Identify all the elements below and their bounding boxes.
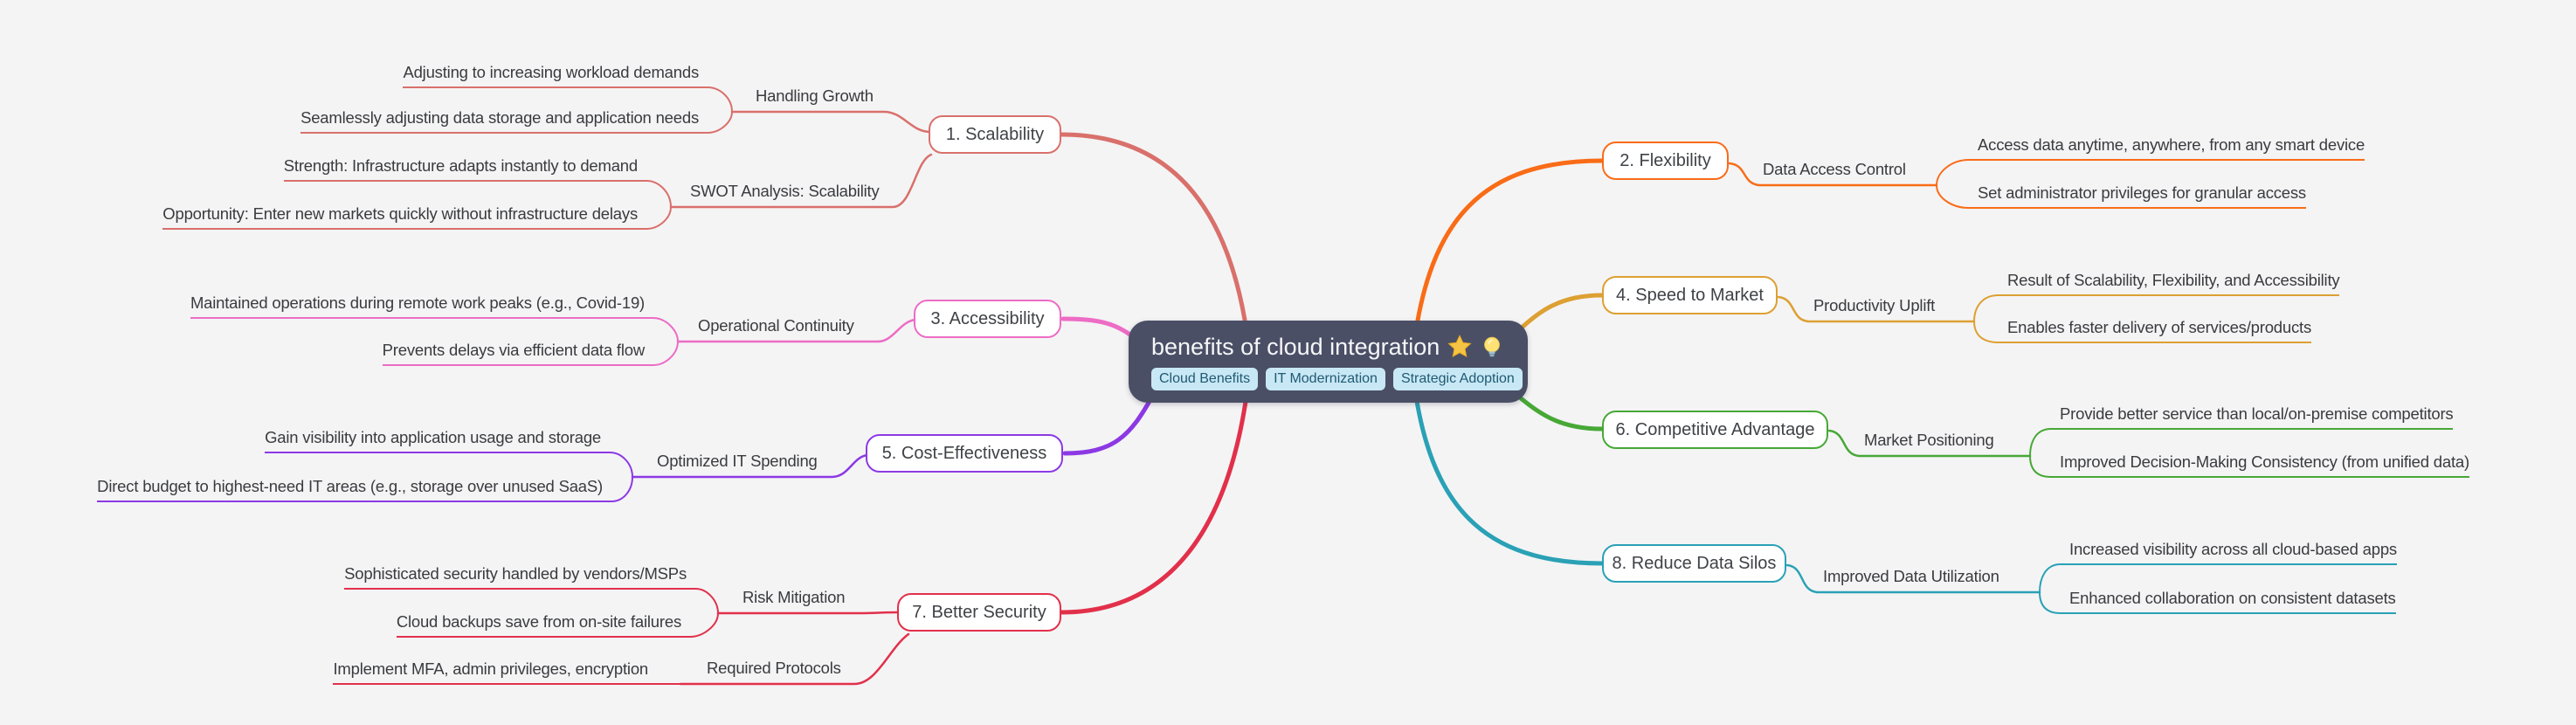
leaf-seamlessly-adjusting-storage[interactable]: Seamlessly adjusting data storage and ap… <box>300 108 708 134</box>
leaf-provide-better-service[interactable]: Provide better service than local/on-pre… <box>2051 404 2454 430</box>
branch-node-scalability[interactable]: 1. Scalability <box>929 115 1061 154</box>
branch-node-reduce-data-silos[interactable]: 8. Reduce Data Silos <box>1602 544 1786 583</box>
subtopic-required-protocols[interactable]: Required Protocols <box>707 659 841 677</box>
leaf-increased-visibility[interactable]: Increased visibility across all cloud-ba… <box>2061 540 2397 565</box>
leaf-enables-faster-delivery[interactable]: Enables faster delivery of services/prod… <box>1999 318 2311 343</box>
central-topic-title: benefits of cloud integration <box>1151 334 1505 361</box>
subtopic-optimized-it-spending[interactable]: Optimized IT Spending <box>657 452 818 470</box>
branch-flexibility-links <box>1728 159 1970 209</box>
star-icon <box>1447 335 1472 357</box>
subtopic-operational-continuity[interactable]: Operational Continuity <box>698 316 854 335</box>
branch-reduce-data-silos-links <box>1785 563 2061 614</box>
subtopic-productivity-uplift[interactable]: Productivity Uplift <box>1813 296 1936 314</box>
leaf-adjusting-workload[interactable]: Adjusting to increasing workload demands <box>403 63 708 88</box>
leaf-implement-mfa[interactable]: Implement MFA, admin privileges, encrypt… <box>333 659 657 685</box>
branch-accessibility-links <box>653 317 917 366</box>
leaf-opportunity-new-markets[interactable]: Opportunity: Enter new markets quickly w… <box>162 204 646 230</box>
branch-cost-effectiveness-links <box>609 452 869 502</box>
tag-strategic-adoption[interactable]: Strategic Adoption <box>1392 367 1523 390</box>
leaf-result-of-scalability[interactable]: Result of Scalability, Flexibility, and … <box>1999 271 2340 296</box>
tag-it-modernization[interactable]: IT Modernization <box>1266 367 1385 390</box>
leaf-set-administrator-privileges[interactable]: Set administrator privileges for granula… <box>1969 183 2306 209</box>
leaf-access-data-anytime[interactable]: Access data anytime, anywhere, from any … <box>1969 135 2365 161</box>
central-topic-node[interactable]: benefits of cloud integration Cloud Bene… <box>1129 321 1528 403</box>
branch-node-flexibility[interactable]: 2. Flexibility <box>1602 142 1729 180</box>
leaf-cloud-backups[interactable]: Cloud backups save from on-site failures <box>396 612 690 638</box>
leaf-prevents-delays[interactable]: Prevents delays via efficient data flow <box>382 341 653 366</box>
lightbulb-icon <box>1484 336 1501 357</box>
subtopic-market-positioning[interactable]: Market Positioning <box>1864 431 1994 449</box>
branch-scalability-links <box>646 86 933 230</box>
branch-node-better-security[interactable]: 7. Better Security <box>897 593 1061 632</box>
tag-cloud-benefits[interactable]: Cloud Benefits <box>1151 367 1259 390</box>
leaf-gain-visibility[interactable]: Gain visibility into application usage a… <box>265 428 610 453</box>
subtopic-risk-mitigation[interactable]: Risk Mitigation <box>742 588 846 606</box>
branch-better-security-links <box>656 588 910 686</box>
leaf-maintained-operations[interactable]: Maintained operations during remote work… <box>190 293 653 319</box>
leaf-direct-budget[interactable]: Direct budget to highest-need IT areas (… <box>97 477 611 502</box>
branch-node-speed-to-market[interactable]: 4. Speed to Market <box>1602 276 1778 314</box>
branch-competitive-advantage-links <box>1827 428 2052 478</box>
leaf-sophisticated-security[interactable]: Sophisticated security handled by vendor… <box>344 564 695 590</box>
branch-node-accessibility[interactable]: 3. Accessibility <box>914 300 1061 338</box>
central-title-text: benefits of cloud integration <box>1151 333 1440 360</box>
leaf-strength-infrastructure[interactable]: Strength: Infrastructure adapts instantl… <box>283 156 646 182</box>
subtopic-swot-analysis-scalability[interactable]: SWOT Analysis: Scalability <box>690 182 880 200</box>
branch-node-competitive-advantage[interactable]: 6. Competitive Advantage <box>1602 411 1828 449</box>
subtopic-handling-growth[interactable]: Handling Growth <box>756 86 874 105</box>
branch-speed-to-market-links <box>1777 294 1999 343</box>
central-topic-tags: Cloud Benefits IT Modernization Strategi… <box>1151 367 1523 390</box>
leaf-improved-decision-making[interactable]: Improved Decision-Making Consistency (fr… <box>2051 452 2469 478</box>
subtopic-improved-data-utilization[interactable]: Improved Data Utilization <box>1823 567 1999 585</box>
branch-node-cost-effectiveness[interactable]: 5. Cost-Effectiveness <box>866 434 1063 473</box>
leaf-enhanced-collaboration[interactable]: Enhanced collaboration on consistent dat… <box>2061 589 2396 614</box>
subtopic-data-access-control[interactable]: Data Access Control <box>1763 160 1906 178</box>
